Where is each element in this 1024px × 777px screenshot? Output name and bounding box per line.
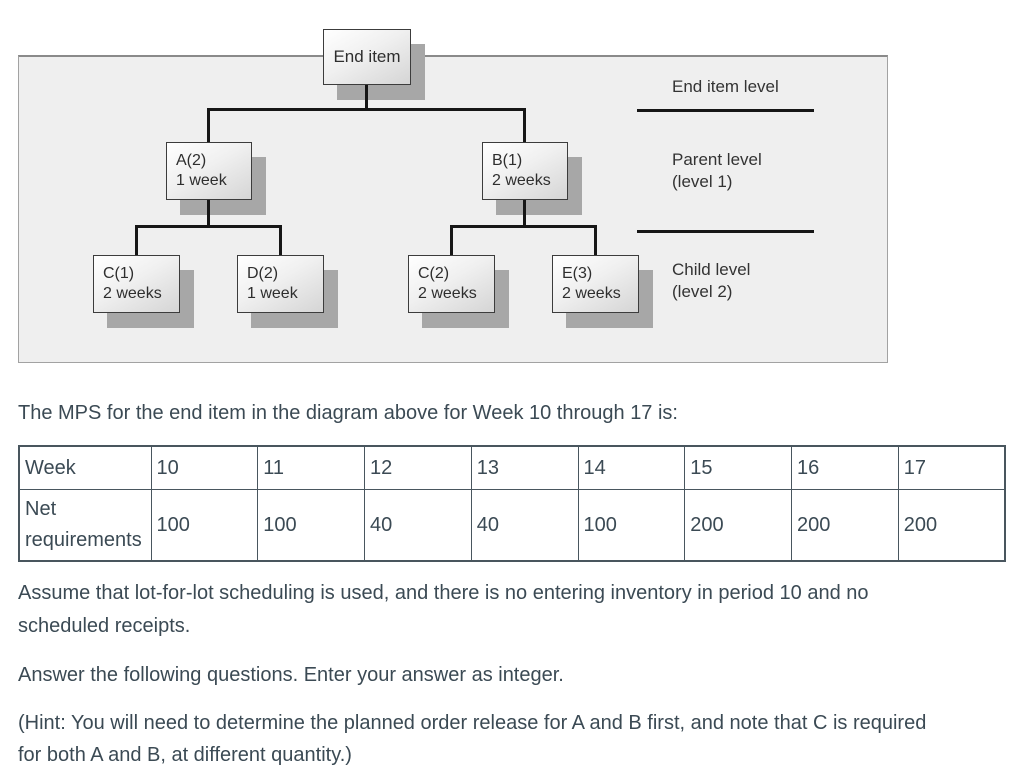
node-lead-time: 1 week (247, 285, 298, 302)
parent-level-label: Parent level (level 1) (672, 149, 762, 193)
connector-line (207, 108, 526, 111)
child-level-label: Child level (level 2) (672, 259, 750, 303)
net-requirement-cell: 200 (791, 489, 899, 562)
node-label: End item (333, 47, 401, 66)
bom-diagram-figure: End item A(2) 1 week B(1) 2 weeks C(1) 2… (18, 29, 888, 363)
node-lead-time: 2 weeks (492, 172, 551, 189)
week-cell: 16 (791, 445, 899, 490)
net-requirement-cell: 40 (364, 489, 472, 562)
table-row-week: Week 10 11 12 13 14 15 16 17 (18, 445, 1006, 490)
net-requirement-cell: 200 (897, 489, 1006, 562)
connector-line (594, 225, 597, 255)
level-separator-line (637, 230, 814, 233)
node-label: A(2) (176, 152, 207, 169)
instruction-text: Answer the following questions. Enter yo… (18, 664, 564, 686)
node-lead-time: 2 weeks (103, 285, 162, 302)
connector-line (523, 108, 526, 142)
connector-line (450, 225, 453, 255)
node-c1: C(1) 2 weeks (93, 255, 180, 313)
week-cell: 12 (364, 445, 472, 490)
child-level-line1: Child level (672, 260, 751, 279)
connector-line (450, 225, 597, 228)
node-label: D(2) (247, 265, 279, 282)
connector-line (135, 225, 138, 255)
node-d: D(2) 1 week (237, 255, 324, 313)
node-label: B(1) (492, 152, 523, 169)
net-requirement-cell: 100 (577, 489, 686, 562)
hint-text-line1: (Hint: You will need to determine the pl… (18, 712, 927, 734)
mps-table: Week 10 11 12 13 14 15 16 17 Net require… (18, 445, 1006, 562)
table-row-net-requirements: Net requirements 100 100 40 40 100 200 2… (18, 489, 1006, 562)
net-requirement-cell: 40 (470, 489, 579, 562)
node-c2: C(2) 2 weeks (408, 255, 495, 313)
child-level-line2: (level 2) (672, 282, 733, 301)
end-item-level-label: End item level (672, 77, 779, 96)
row-header-net-requirements: Net requirements (18, 489, 152, 562)
node-lead-time: 1 week (176, 172, 227, 189)
week-cell: 10 (150, 445, 259, 490)
node-label: E(3) (562, 265, 593, 282)
node-label: C(2) (418, 265, 450, 282)
week-cell: 11 (257, 445, 365, 490)
hint-text-line2: for both A and B, at different quantity.… (18, 744, 352, 766)
node-end-item: End item (323, 29, 411, 85)
parent-level-line2: (level 1) (672, 172, 733, 191)
node-e: E(3) 2 weeks (552, 255, 639, 313)
week-cell: 14 (577, 445, 686, 490)
net-requirement-cell: 100 (257, 489, 365, 562)
connector-line (207, 108, 210, 142)
node-a: A(2) 1 week (166, 142, 252, 200)
week-cell: 15 (684, 445, 792, 490)
connector-line (523, 200, 526, 228)
intro-text: The MPS for the end item in the diagram … (18, 402, 678, 424)
week-cell: 13 (470, 445, 579, 490)
node-lead-time: 2 weeks (418, 285, 477, 302)
assumption-text-line2: scheduled receipts. (18, 615, 191, 637)
connector-line (207, 200, 210, 228)
net-requirement-cell: 200 (684, 489, 792, 562)
week-cell: 17 (897, 445, 1006, 490)
connector-line (365, 85, 368, 111)
parent-level-line1: Parent level (672, 150, 762, 169)
assumption-text-line1: Assume that lot-for-lot scheduling is us… (18, 582, 869, 604)
node-label: C(1) (103, 265, 135, 282)
level-separator-line (637, 109, 814, 112)
net-requirement-cell: 100 (150, 489, 259, 562)
node-b: B(1) 2 weeks (482, 142, 568, 200)
connector-line (279, 225, 282, 255)
connector-line (135, 225, 282, 228)
node-lead-time: 2 weeks (562, 285, 621, 302)
row-header-week: Week (18, 445, 152, 490)
